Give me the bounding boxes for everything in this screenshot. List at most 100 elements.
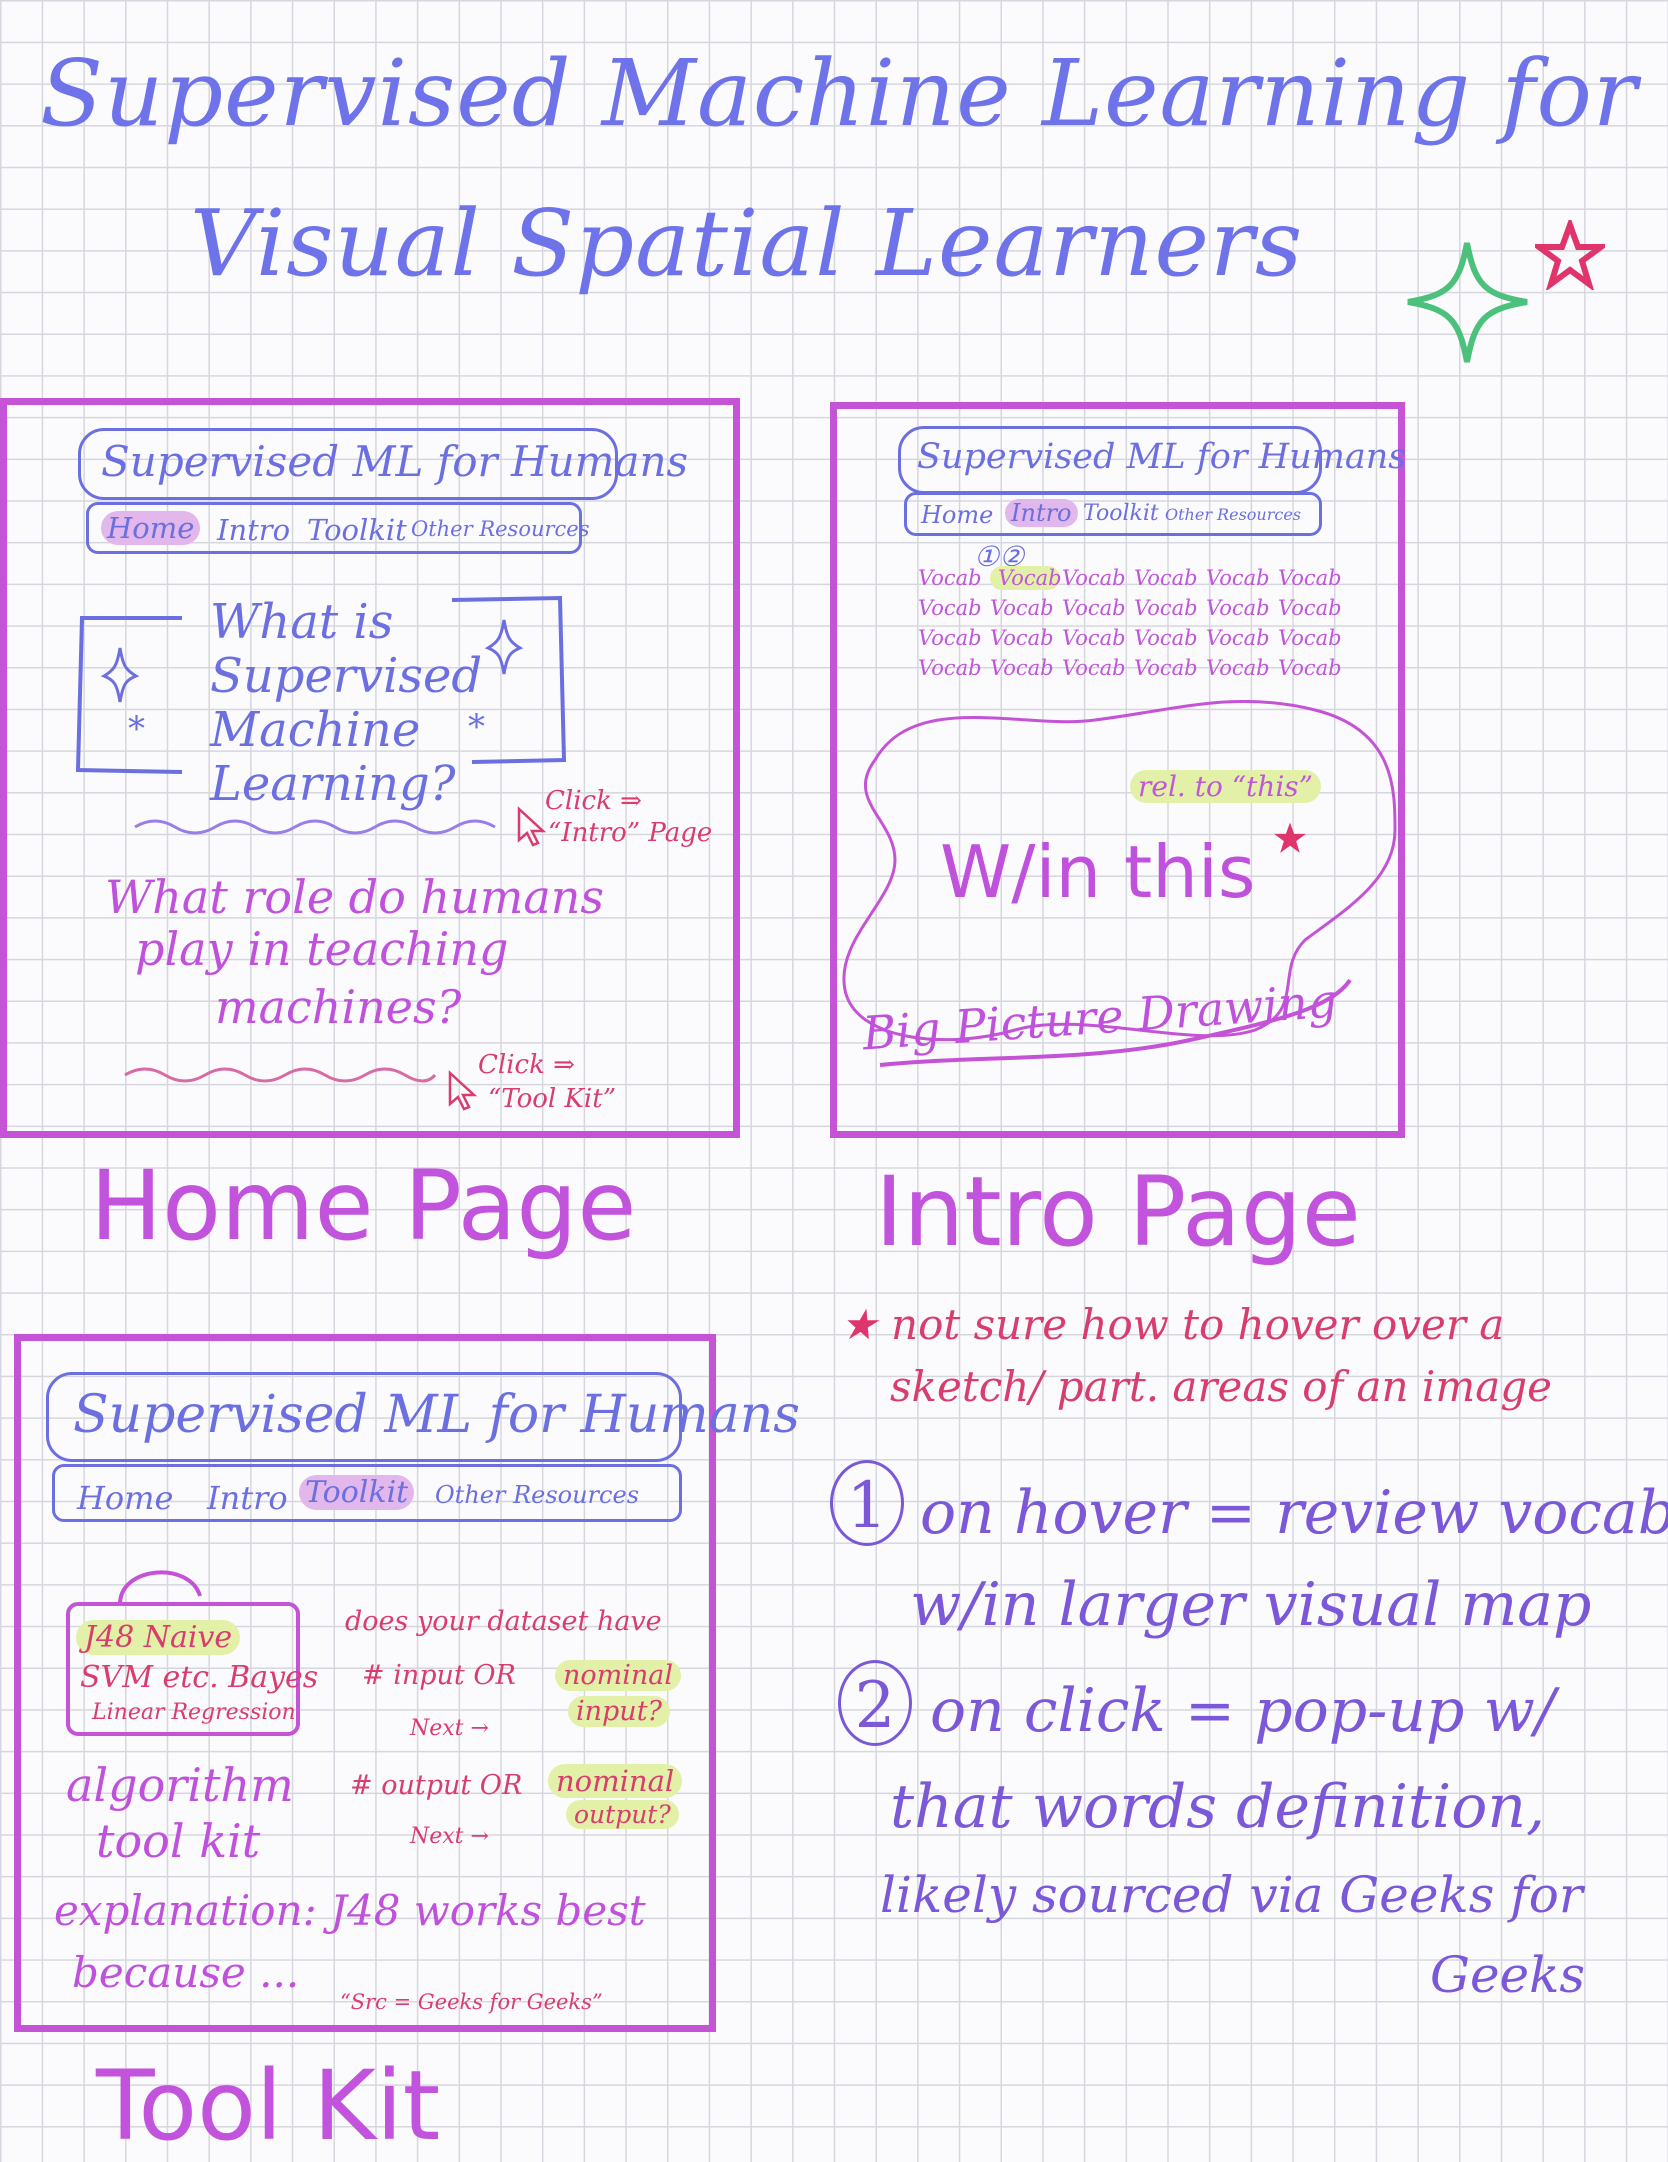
vocab-word[interactable]: Vocab bbox=[1134, 656, 1198, 680]
intro-nav-home[interactable]: Home bbox=[921, 501, 994, 529]
toolkit-next-2[interactable]: Next → bbox=[410, 1824, 489, 1849]
toolbag-line1-text: J48 Naive bbox=[76, 1620, 241, 1655]
toolkit-nav-toolkit[interactable]: Toolkit bbox=[299, 1475, 415, 1510]
vocab-word[interactable]: Vocab bbox=[1134, 596, 1198, 620]
toolkit-next-1[interactable]: Next → bbox=[410, 1716, 489, 1741]
vocab-word[interactable]: Vocab bbox=[1062, 626, 1126, 650]
star-icon bbox=[1535, 220, 1605, 290]
intro-cloud-shape bbox=[842, 700, 1397, 1042]
wavy-divider bbox=[134, 819, 496, 835]
home-question2-line3: machines? bbox=[215, 980, 462, 1034]
home-nav-home[interactable]: Home bbox=[101, 511, 201, 545]
toolkit-site-header-title: Supervised ML for Humans bbox=[73, 1385, 800, 1445]
home-question1-line4: Learning? bbox=[210, 756, 456, 812]
vocab-word[interactable]: Vocab bbox=[918, 656, 982, 680]
toolkit-input-q-prefix: # input OR bbox=[362, 1660, 516, 1691]
home-nav-toolkit[interactable]: Toolkit bbox=[307, 513, 407, 547]
home-nav-other-resources[interactable]: Other Resources bbox=[411, 517, 590, 541]
toolkit-nav-bar: Home Intro Toolkit Other Resources bbox=[52, 1464, 682, 1522]
vocab-word[interactable]: Vocab bbox=[1062, 566, 1126, 590]
home-click-toolkit-line1: Click ⇒ bbox=[478, 1050, 575, 1080]
home-question-bracket: * * bbox=[75, 595, 567, 774]
cursor-icon bbox=[517, 806, 547, 847]
vocab-word[interactable]: Vocab bbox=[918, 596, 982, 620]
home-nav-bar: Home Intro Toolkit Other Resources bbox=[86, 502, 590, 554]
cursor-icon bbox=[448, 1070, 478, 1111]
vocab-word[interactable]: Vocab bbox=[918, 626, 982, 650]
vocab-word[interactable]: Vocab bbox=[990, 656, 1054, 680]
intro-vocab-grid: Vocab Vocab Vocab Vocab Vocab Vocab Voca… bbox=[918, 566, 1348, 680]
vocab-word[interactable]: Vocab bbox=[1278, 656, 1342, 680]
intro-page-sketch bbox=[830, 402, 1405, 1138]
toolkit-next-2-label: Next bbox=[410, 1824, 464, 1849]
vocab-word[interactable]: Vocab bbox=[1062, 596, 1126, 620]
home-question1-line2: Supervised bbox=[210, 648, 483, 704]
intro-main-text: W/in this bbox=[940, 830, 1256, 914]
vocab-word[interactable]: Vocab bbox=[1278, 566, 1342, 590]
toolkit-dataset-question: does your dataset have bbox=[345, 1606, 662, 1637]
intro-page-caption: Intro Page bbox=[875, 1156, 1361, 1268]
intro-site-header-title: Supervised ML for Humans bbox=[917, 437, 1407, 477]
home-nav-intro[interactable]: Intro bbox=[217, 513, 291, 547]
note1-number: 1 bbox=[830, 1460, 904, 1546]
star-note-line2: sketch/ part. areas of an image bbox=[890, 1362, 1552, 1411]
home-site-header-title: Supervised ML for Humans bbox=[101, 437, 689, 486]
vocab-word[interactable]: Vocab bbox=[1134, 626, 1198, 650]
vocab-word[interactable]: Vocab bbox=[1134, 566, 1198, 590]
toolkit-page-sketch bbox=[14, 1334, 716, 2032]
page-title-line2: Visual Spatial Learners bbox=[190, 190, 1304, 297]
star-note-line1: ★ not sure how to hover over a bbox=[840, 1300, 1504, 1349]
toolkit-output-q-nominal: nominal bbox=[548, 1764, 683, 1798]
home-question2-line1: What role do humans bbox=[105, 870, 604, 924]
note2-line2: that words definition, bbox=[890, 1772, 1546, 1842]
svg-text:*: * bbox=[468, 707, 485, 747]
vocab-word[interactable]: Vocab bbox=[1062, 656, 1126, 680]
home-click-toolkit-line2: “Tool Kit” bbox=[488, 1084, 616, 1114]
toolkit-nav-home[interactable]: Home bbox=[77, 1479, 174, 1517]
intro-nav-intro[interactable]: Intro bbox=[1005, 499, 1078, 527]
toolkit-explanation-line1: explanation: J48 works best bbox=[54, 1886, 646, 1935]
wavy-divider bbox=[124, 1067, 437, 1083]
vocab-word[interactable]: Vocab bbox=[990, 566, 1062, 590]
intro-nav-other-resources[interactable]: Other Resources bbox=[1165, 505, 1302, 524]
vocab-word[interactable]: Vocab bbox=[1278, 596, 1342, 620]
star-note-line1-text: not sure how to hover over a bbox=[891, 1300, 1505, 1349]
vocab-word[interactable]: Vocab bbox=[990, 596, 1054, 620]
vocab-word[interactable]: Vocab bbox=[1206, 626, 1270, 650]
vocab-word[interactable]: Vocab bbox=[1206, 566, 1270, 590]
star-icon bbox=[1274, 822, 1306, 853]
toolkit-next-1-label: Next bbox=[410, 1716, 464, 1741]
home-question2-line2: play in teaching bbox=[135, 922, 509, 976]
intro-nav-bar: Home Intro Toolkit Other Resources bbox=[904, 492, 1322, 536]
intro-rel-label: rel. to “this” bbox=[1130, 770, 1321, 803]
toolkit-nav-intro[interactable]: Intro bbox=[207, 1479, 288, 1517]
toolkit-label-line2: tool kit bbox=[96, 1814, 261, 1868]
toolbag-icon bbox=[66, 1570, 300, 1736]
toolbag-line2: SVM etc. Bayes bbox=[80, 1660, 319, 1695]
page-title-line1: Supervised Machine Learning for bbox=[40, 40, 1638, 147]
toolkit-output-q-output: output? bbox=[566, 1800, 679, 1829]
home-click-intro-line1: Click ⇒ bbox=[545, 786, 642, 816]
vocab-word[interactable]: Vocab bbox=[1278, 626, 1342, 650]
toolkit-explanation-line2: because ... bbox=[72, 1948, 300, 1997]
note2-line3: likely sourced via Geeks for bbox=[880, 1866, 1583, 1924]
star-bullet-icon: ★ bbox=[840, 1300, 878, 1349]
vocab-word[interactable]: Vocab bbox=[990, 626, 1054, 650]
intro-site-header: Supervised ML for Humans bbox=[898, 426, 1406, 494]
vocab-word[interactable]: Vocab bbox=[918, 566, 982, 590]
vocab-word[interactable]: Vocab bbox=[1206, 656, 1270, 680]
toolkit-input-q-nominal: nominal bbox=[555, 1660, 682, 1691]
toolbag-line3: Linear Regression bbox=[92, 1700, 296, 1725]
toolkit-caption: Tool Kit bbox=[96, 2050, 441, 2162]
toolkit-nav-other-resources[interactable]: Other Resources bbox=[435, 1481, 640, 1509]
home-question1-line1: What is bbox=[210, 594, 394, 650]
home-question1-line3: Machine bbox=[210, 702, 421, 758]
sparkle-icon bbox=[1407, 242, 1528, 363]
toolkit-site-header: Supervised ML for Humans bbox=[46, 1372, 800, 1462]
home-site-header: Supervised ML for Humans bbox=[78, 428, 688, 500]
note2-number: 2 bbox=[838, 1660, 912, 1746]
vocab-word[interactable]: Vocab bbox=[1206, 596, 1270, 620]
svg-text:*: * bbox=[128, 709, 145, 749]
underline-curve bbox=[879, 978, 1352, 1067]
intro-nav-toolkit[interactable]: Toolkit bbox=[1083, 501, 1159, 526]
